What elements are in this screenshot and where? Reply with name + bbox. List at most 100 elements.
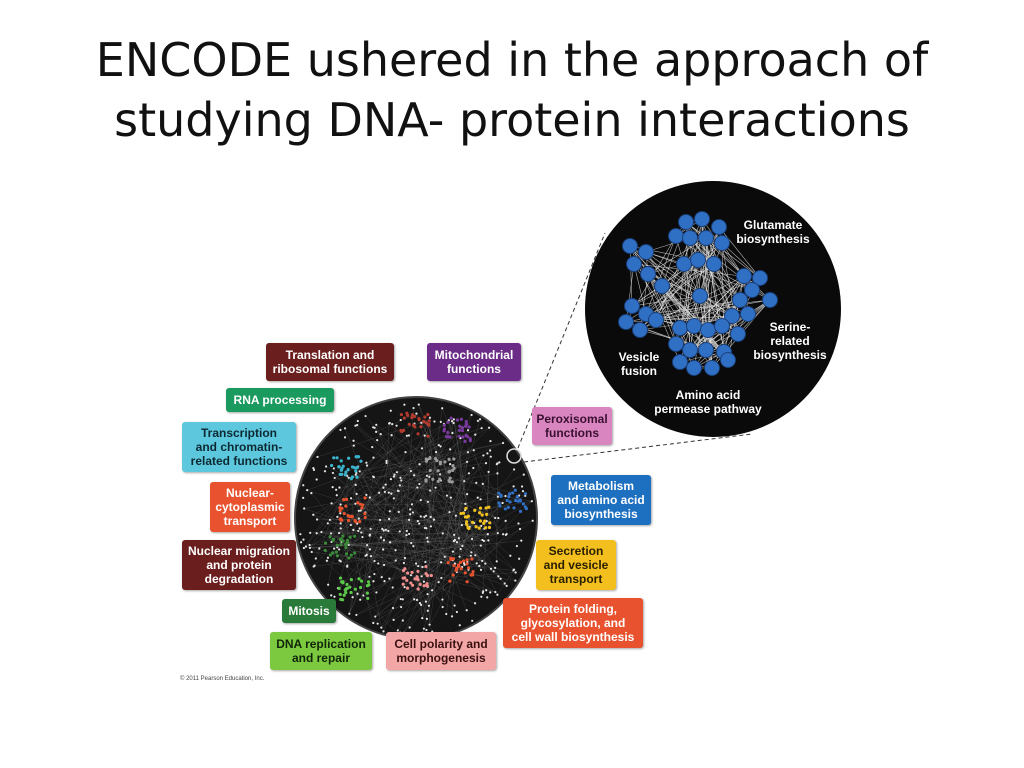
network-node bbox=[325, 559, 329, 562]
network-node bbox=[449, 448, 452, 451]
network-node bbox=[388, 577, 391, 580]
network-edge bbox=[410, 427, 490, 510]
network-node bbox=[371, 445, 374, 449]
network-node bbox=[413, 474, 416, 477]
network-node bbox=[394, 549, 397, 552]
cluster-node bbox=[337, 586, 341, 591]
network-node bbox=[372, 475, 375, 478]
inset-node bbox=[668, 228, 684, 244]
network-node bbox=[373, 572, 376, 576]
inset-edge bbox=[647, 273, 677, 345]
network-edge bbox=[480, 545, 515, 570]
network-node bbox=[384, 528, 387, 531]
network-edge bbox=[453, 419, 476, 556]
network-node bbox=[299, 533, 302, 536]
cluster-node bbox=[447, 478, 451, 483]
cluster-node bbox=[427, 423, 431, 427]
network-node bbox=[441, 605, 444, 609]
network-node bbox=[312, 513, 315, 516]
network-node bbox=[372, 621, 375, 625]
network-node bbox=[368, 496, 371, 499]
cluster-node bbox=[340, 506, 344, 511]
network-node bbox=[394, 559, 397, 562]
network-node bbox=[522, 473, 525, 476]
inset-node bbox=[686, 360, 702, 376]
network-node bbox=[512, 468, 516, 471]
cluster-node bbox=[485, 512, 489, 516]
network-node bbox=[382, 539, 386, 542]
network-edge bbox=[375, 548, 461, 617]
network-node bbox=[415, 598, 419, 602]
network-node bbox=[503, 582, 506, 585]
network-node bbox=[333, 476, 336, 480]
cluster-node bbox=[335, 456, 339, 460]
network-node bbox=[404, 450, 407, 454]
network-node bbox=[381, 527, 384, 530]
inset-node bbox=[706, 256, 722, 272]
network-node bbox=[364, 414, 367, 418]
network-node bbox=[457, 537, 460, 540]
cluster-node bbox=[347, 556, 351, 560]
network-node bbox=[518, 557, 521, 560]
network-edge bbox=[375, 491, 524, 617]
network-node bbox=[373, 559, 376, 563]
network-node bbox=[430, 589, 434, 592]
network-node bbox=[408, 626, 411, 629]
cluster-node bbox=[356, 455, 360, 459]
network-node bbox=[400, 605, 403, 609]
network-edge bbox=[353, 440, 415, 476]
network-edge bbox=[340, 423, 445, 514]
network-node bbox=[421, 616, 424, 620]
network-node bbox=[324, 465, 328, 468]
network-node bbox=[315, 532, 318, 535]
inset-label-glutamate: Glutamate biosynthesis bbox=[736, 218, 810, 246]
network-edge bbox=[305, 435, 392, 547]
network-edge bbox=[382, 528, 418, 601]
inset-edge bbox=[661, 285, 677, 345]
inset-node bbox=[700, 322, 716, 338]
network-node bbox=[420, 603, 423, 606]
inset-node bbox=[694, 211, 710, 227]
network-node bbox=[355, 613, 358, 617]
cluster-node bbox=[471, 570, 475, 574]
cluster-node bbox=[521, 502, 525, 506]
cluster-node bbox=[438, 477, 442, 481]
cluster-node bbox=[353, 551, 357, 555]
network-node bbox=[356, 423, 359, 427]
network-node bbox=[380, 576, 383, 579]
network-node bbox=[487, 470, 490, 473]
network-edge bbox=[416, 413, 466, 504]
network-node bbox=[383, 490, 386, 493]
cluster-node bbox=[354, 469, 358, 473]
network-node bbox=[405, 434, 408, 437]
network-node bbox=[501, 533, 505, 536]
cluster-node bbox=[465, 562, 469, 566]
network-node bbox=[472, 449, 475, 452]
network-edge bbox=[337, 510, 359, 589]
network-edge bbox=[381, 516, 431, 578]
cluster-node bbox=[323, 541, 328, 545]
network-node bbox=[302, 484, 305, 487]
cluster-node bbox=[338, 537, 342, 542]
network-node bbox=[398, 530, 401, 533]
network-node bbox=[343, 436, 347, 439]
network-edge bbox=[351, 427, 463, 478]
network-node bbox=[451, 550, 455, 553]
network-edge bbox=[406, 435, 445, 557]
cluster-node bbox=[349, 553, 353, 557]
network-node bbox=[382, 548, 385, 551]
network-node bbox=[458, 555, 461, 558]
network-node bbox=[452, 421, 455, 425]
network-node bbox=[466, 493, 469, 496]
network-edge bbox=[389, 423, 506, 535]
network-node bbox=[374, 430, 378, 433]
network-node bbox=[473, 602, 477, 605]
network-node bbox=[415, 412, 418, 415]
network-node bbox=[343, 427, 347, 430]
network-node bbox=[332, 547, 336, 550]
network-node bbox=[383, 580, 386, 583]
cluster-node bbox=[497, 491, 501, 495]
network-edge bbox=[375, 593, 428, 617]
cluster-node bbox=[343, 588, 347, 592]
inset-node bbox=[724, 308, 740, 324]
